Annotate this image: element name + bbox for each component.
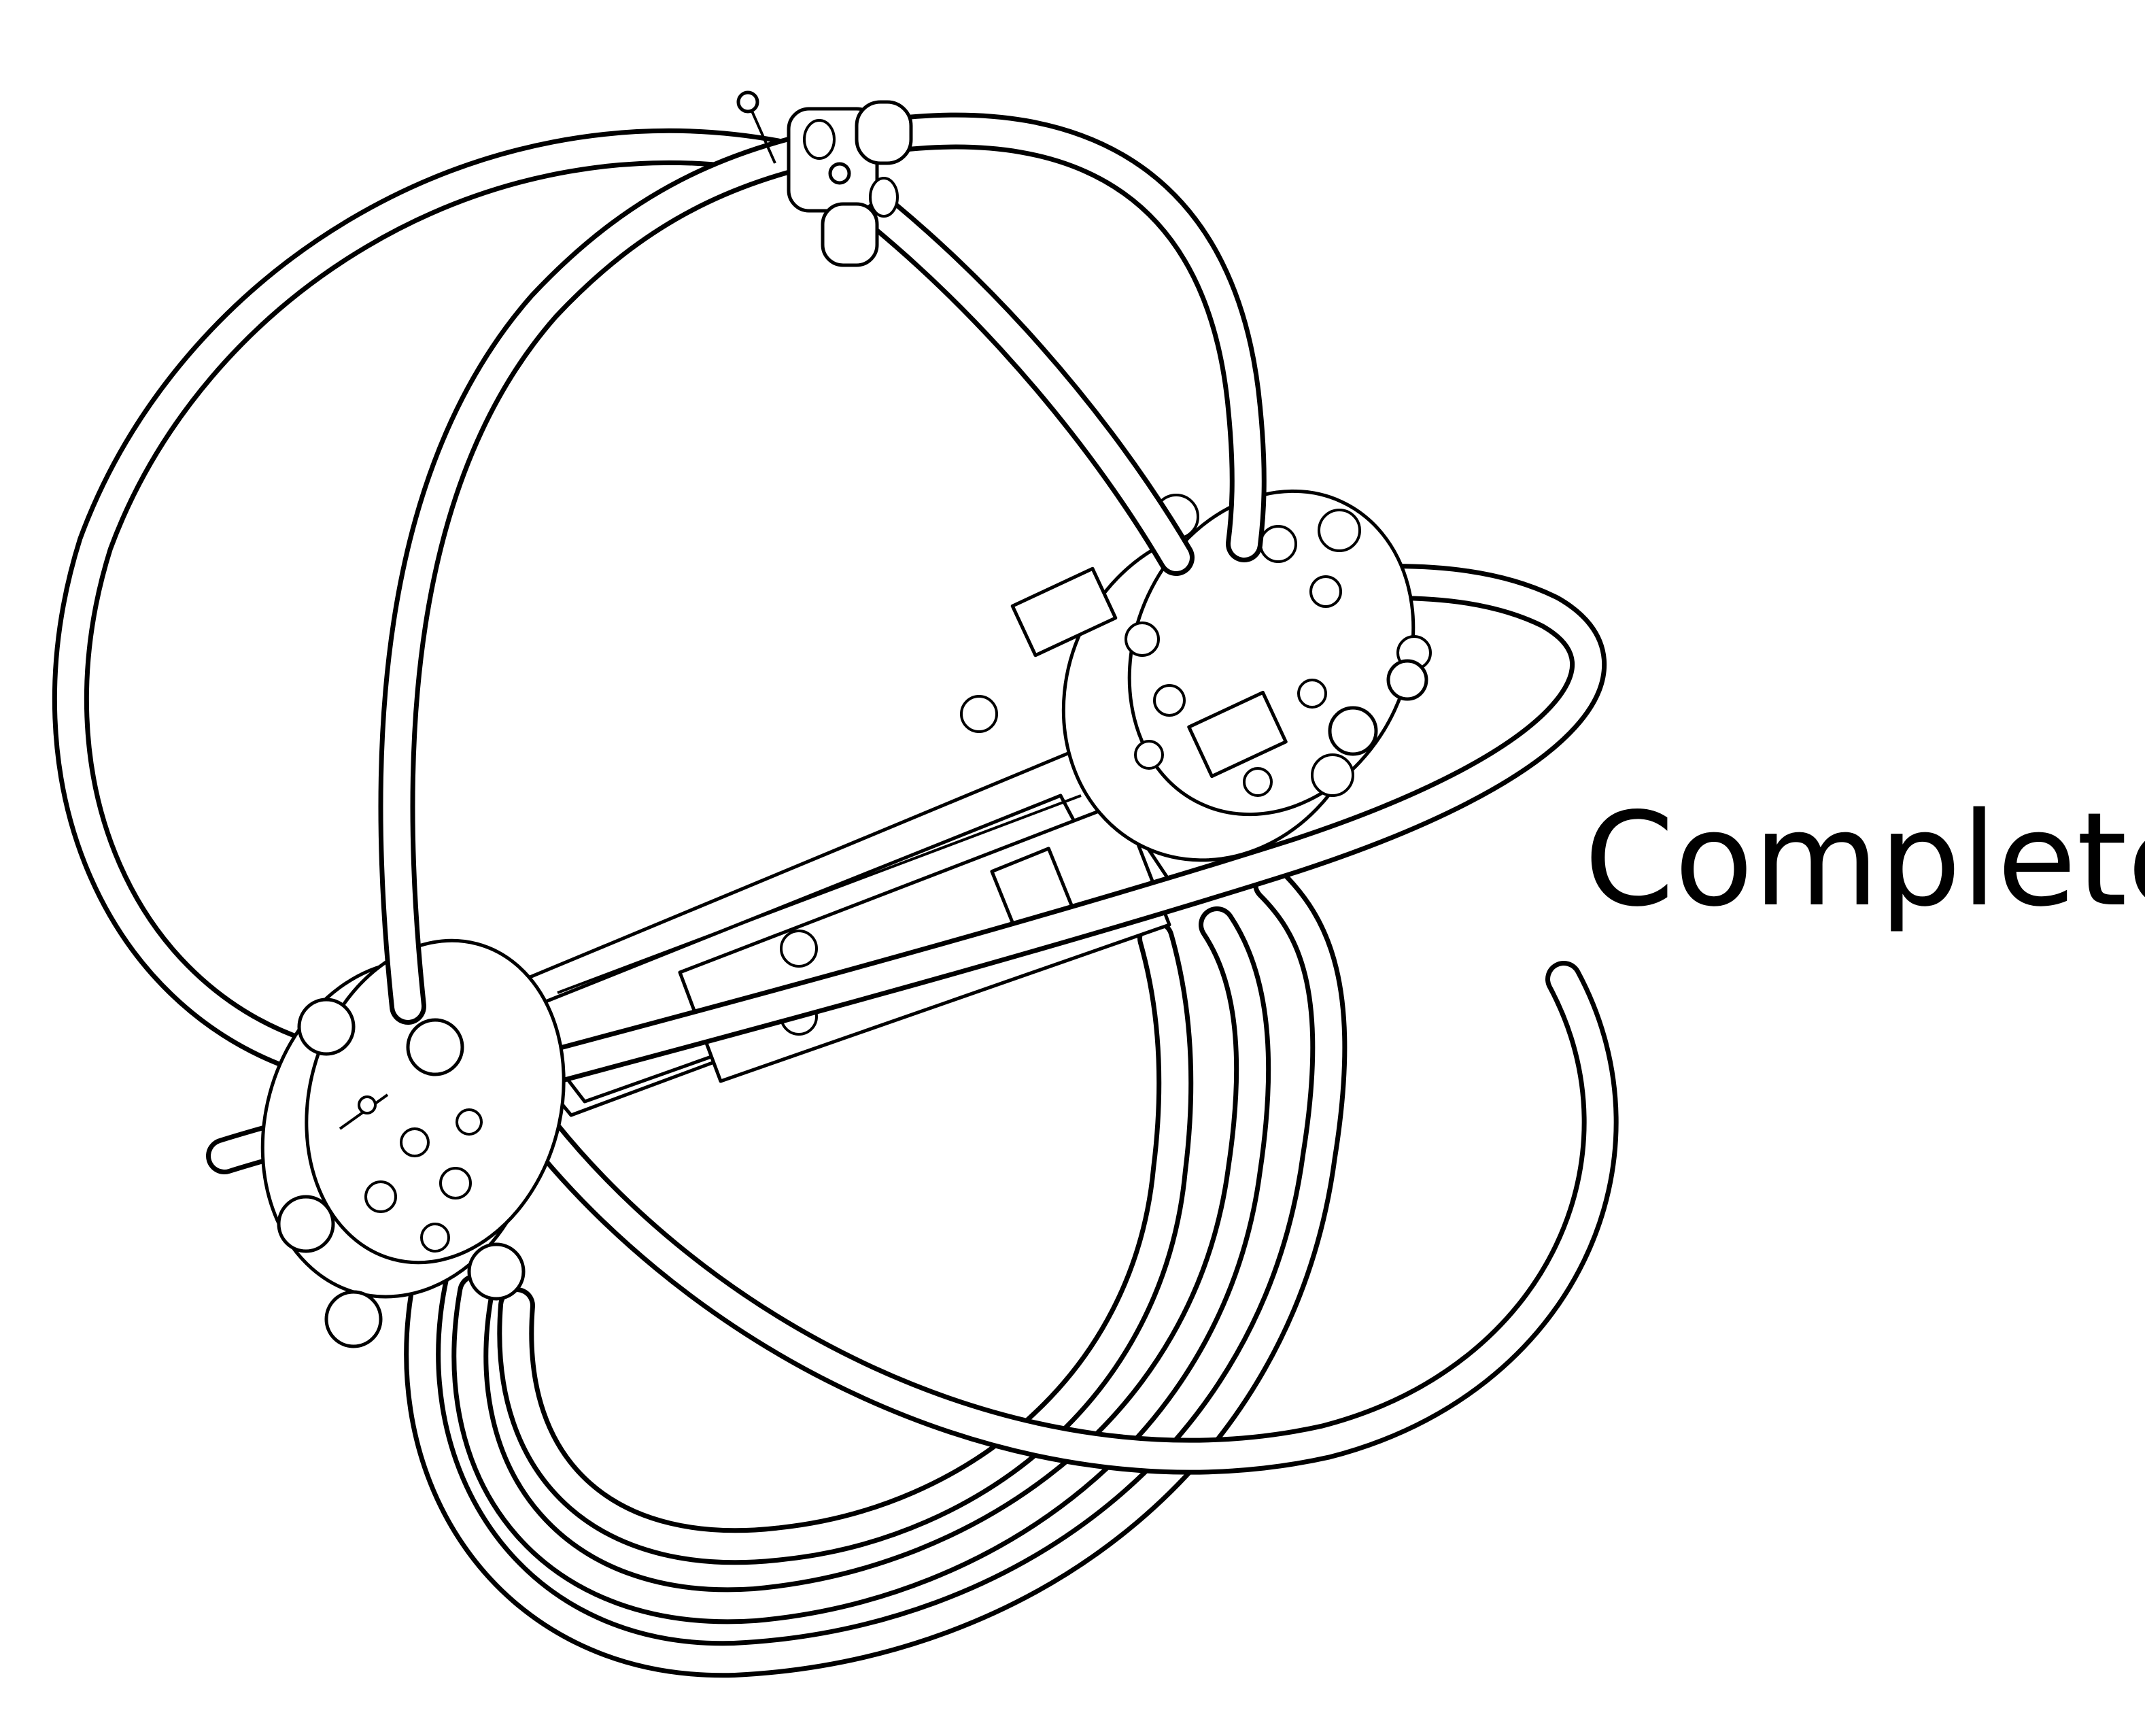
completion-label: Complete <box>1584 785 2145 935</box>
lower-hoop-left <box>404 866 1348 1678</box>
lower-hoop-right <box>497 920 1194 1565</box>
top-clamp <box>736 90 913 267</box>
outer-hoop-left <box>52 129 793 1079</box>
left-hub <box>260 938 566 1348</box>
lower-hoop-mid <box>451 906 1271 1624</box>
right-hub <box>960 489 1432 862</box>
